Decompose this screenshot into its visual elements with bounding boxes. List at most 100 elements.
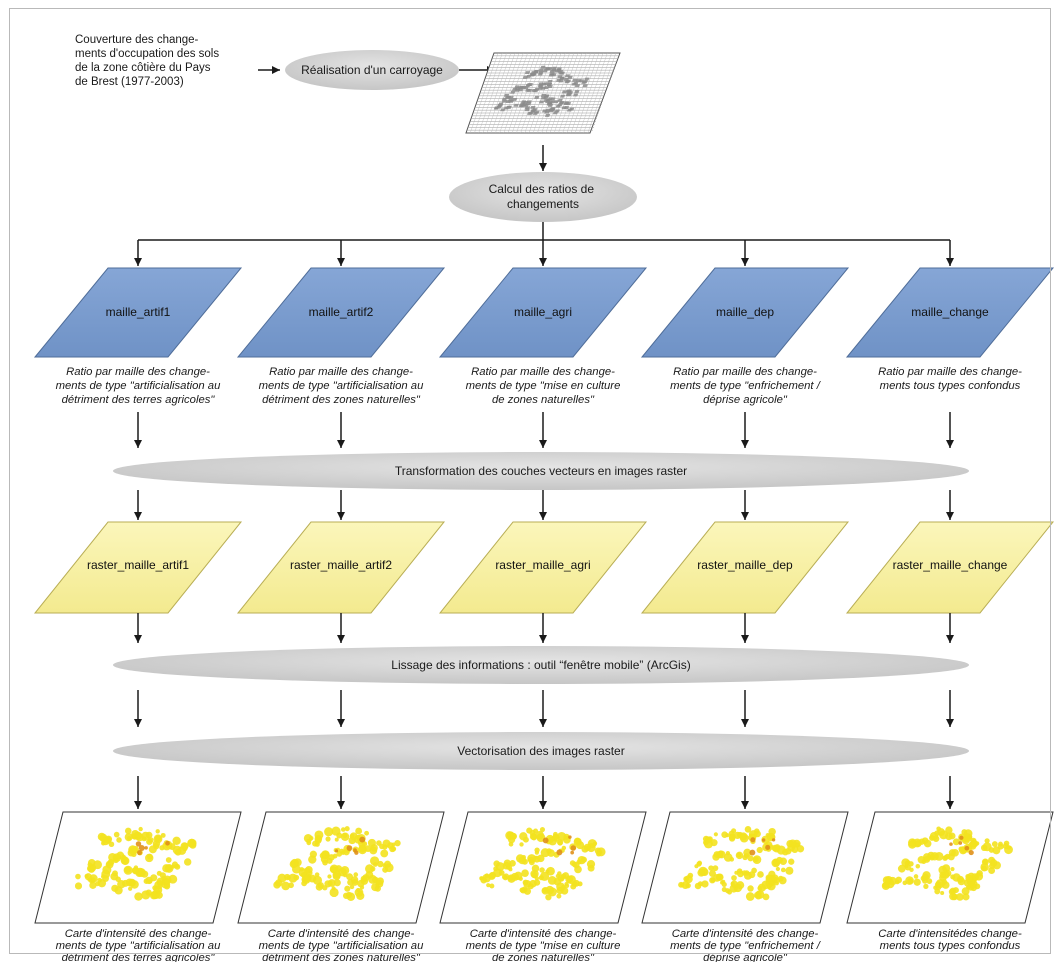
intensity-hotspot — [570, 845, 577, 851]
grid-line — [587, 52, 616, 134]
grid-map-cell — [508, 99, 514, 103]
grid-map-cell — [506, 105, 512, 109]
intensity-spot — [747, 855, 754, 862]
grid-map-cell — [497, 103, 504, 107]
intensity-spot — [380, 849, 389, 858]
grid-map-cell — [534, 96, 540, 99]
intensity-spot — [507, 874, 516, 883]
map-caption-line-3-3: de zones naturelles" — [492, 952, 595, 962]
map-caption-line-4-1: Carte d'intensité des change- — [672, 928, 819, 940]
grid-line — [533, 52, 562, 134]
grid-line — [491, 52, 520, 134]
grid-map-cell — [508, 96, 514, 99]
intensity-spot — [486, 883, 491, 888]
grid-line — [575, 52, 604, 134]
intensity-spot — [895, 876, 903, 884]
intensity-spot — [736, 852, 742, 858]
layer-label-1: maille_artif1 — [106, 305, 171, 319]
grid-map-cell — [558, 71, 564, 75]
intensity-spot — [121, 855, 128, 862]
intensity-spot — [314, 830, 324, 840]
intensity-spot — [902, 880, 908, 886]
intensity-hotspot — [964, 845, 970, 851]
intensity-spot — [332, 872, 341, 881]
intensity-spot — [564, 881, 569, 887]
intensity-spot — [557, 840, 563, 846]
intensity-spot — [114, 886, 123, 895]
intensity-hotspot — [334, 849, 339, 853]
intensity-spot — [712, 865, 719, 872]
intensity-spot — [489, 883, 495, 889]
intensity-spot — [539, 826, 546, 833]
intensity-spot — [108, 853, 117, 862]
grid-line — [516, 52, 545, 134]
intensity-spot — [309, 836, 314, 841]
map-caption-line-2-2: ments de type "artificialisation au — [259, 940, 424, 952]
intensity-spot — [936, 826, 941, 832]
intensity-spot — [165, 857, 172, 863]
intensity-spot — [958, 846, 964, 852]
grid-map-cell — [557, 75, 563, 78]
intensity-spot — [571, 881, 578, 887]
intensity-spot — [315, 883, 323, 891]
intensity-spot — [384, 863, 394, 873]
intensity-spot — [125, 878, 134, 887]
intensity-spot — [355, 827, 363, 835]
ratio-text-4: Ratio par maille des change-ments de typ… — [670, 366, 822, 406]
intensity-spot — [75, 873, 81, 880]
intensity-spot — [354, 888, 364, 897]
intensity-spot — [484, 873, 490, 878]
grid-map-cell — [538, 70, 544, 74]
map-caption-line-1-2: ments de type "artificialisation au — [56, 940, 221, 952]
intensity-spot — [329, 866, 337, 873]
intensity-hotspot — [761, 838, 766, 842]
map-caption-2: Carte d'intensité des change-ments de ty… — [259, 928, 424, 962]
map-caption-4: Carte d'intensité des change-ments de ty… — [670, 928, 822, 962]
ratio-line-4-3: déprise agricole" — [703, 394, 788, 406]
grid-line — [512, 52, 541, 134]
map-caption-3: Carte d'intensité des change-ments de ty… — [466, 928, 621, 962]
intensity-spot — [519, 887, 525, 893]
intensity-spot — [757, 871, 764, 878]
intensity-hotspot — [346, 845, 353, 852]
intensity-spot — [518, 876, 523, 881]
process-ratios-line-1: Calcul des ratios de — [489, 182, 595, 196]
intensity-spot — [574, 837, 581, 844]
map-caption-line-4-3: déprise agricole" — [703, 952, 788, 962]
intensity-spot — [148, 845, 157, 854]
intensity-spot — [508, 867, 513, 872]
intensity-spot — [376, 877, 384, 885]
intensity-spot — [131, 829, 140, 838]
intensity-spot — [708, 865, 714, 871]
intensity-spot — [479, 876, 484, 881]
intensity-spot — [336, 832, 343, 839]
intensity-spot — [128, 886, 133, 891]
intensity-hotspot — [959, 835, 964, 840]
intensity-spot — [747, 885, 754, 892]
intensity-spot — [147, 853, 153, 860]
intensity-spot — [165, 864, 173, 872]
intensity-hotspot — [165, 840, 170, 846]
intensity-spot — [369, 856, 380, 866]
intensity-spot — [161, 876, 166, 881]
intensity-spot — [970, 884, 977, 892]
grid-map-cell — [543, 86, 550, 89]
grid-map-cell — [528, 111, 534, 115]
intensity-spot — [952, 838, 960, 846]
intensity-spot — [163, 883, 171, 890]
map-caption-line-3-2: ments de type "mise en culture — [466, 940, 621, 952]
intensity-spot — [527, 854, 537, 864]
intensity-spot — [728, 830, 735, 837]
intensity-map-thumbnail-3 — [439, 811, 647, 924]
intensity-spot — [286, 875, 291, 880]
intensity-spot — [306, 838, 311, 844]
intensity-spot — [728, 835, 736, 842]
intensity-spot — [539, 867, 545, 873]
grid-map-cell — [559, 94, 566, 98]
intensity-hotspot — [135, 841, 142, 847]
intensity-spot — [713, 832, 718, 837]
intensity-spot — [991, 841, 998, 847]
intensity-map-thumbnail-4 — [641, 811, 849, 924]
intensity-spot — [359, 885, 365, 890]
